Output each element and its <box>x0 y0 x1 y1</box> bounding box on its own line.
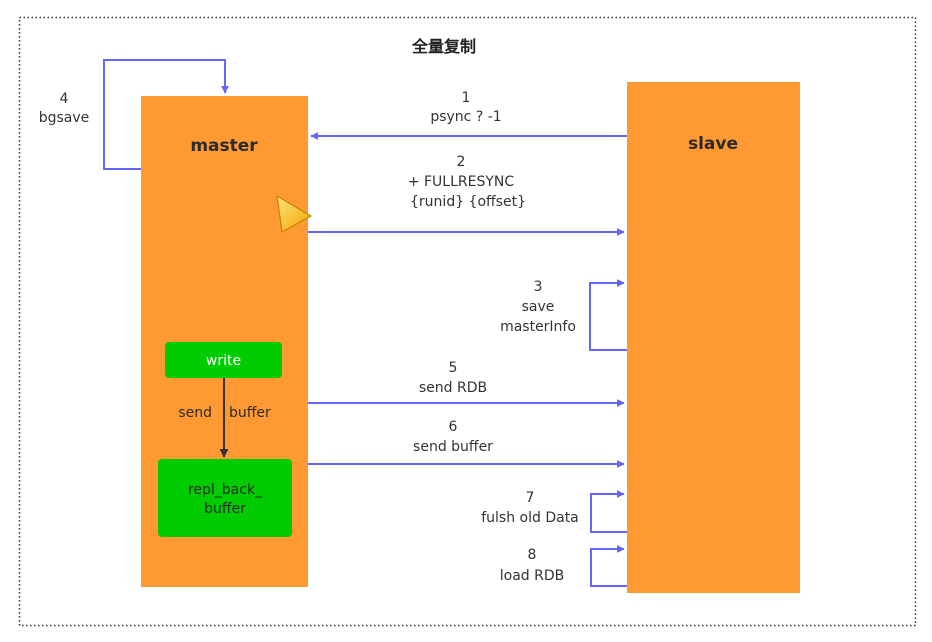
step-3-loop-arrow <box>589 279 627 351</box>
step-3-number: 3 <box>534 279 543 295</box>
step-1-number: 1 <box>462 90 471 106</box>
step-6-number: 6 <box>449 419 458 435</box>
step-2-text-line1: + FULLRESYNC <box>408 174 515 190</box>
repl-back-buffer-box <box>158 459 292 537</box>
step-7-loop-arrow <box>590 490 627 533</box>
step-5-number: 5 <box>449 360 458 376</box>
write-label: write <box>206 353 241 369</box>
cursor-arrow-icon <box>276 195 312 233</box>
step-4-number: 4 <box>60 91 69 107</box>
diagram-frame <box>18 16 917 627</box>
internal-edge-label-send: send <box>178 405 212 421</box>
step-1-text: psync ? -1 <box>430 109 501 125</box>
step-5-text: send RDB <box>419 380 487 396</box>
step-6-text: send buffer <box>413 439 493 455</box>
write-box <box>165 342 282 378</box>
step-3-text-line1: save <box>522 299 555 315</box>
step-2-number: 2 <box>457 154 466 170</box>
step-4-loop-arrow <box>103 59 229 170</box>
step-8-loop-arrow <box>590 545 627 587</box>
repl-back-buffer-label-line2: buffer <box>204 501 246 517</box>
step-2-text-line2: {runid} {offset} <box>410 194 526 210</box>
repl-back-buffer-label-line1: repl_back_ <box>188 482 263 498</box>
diagram-title: 全量复制 <box>411 37 476 56</box>
step-8-number: 8 <box>528 547 537 563</box>
internal-edge-label-buffer: buffer <box>229 405 271 421</box>
step-4-text: bgsave <box>39 110 90 126</box>
slave-label: slave <box>688 134 738 154</box>
master-label: master <box>190 136 258 156</box>
step-7-text: fulsh old Data <box>481 510 579 526</box>
step-3-text-line2: masterInfo <box>500 319 576 335</box>
slave-node <box>627 82 800 593</box>
step-7-number: 7 <box>526 490 535 506</box>
step-8-text: load RDB <box>500 568 564 584</box>
